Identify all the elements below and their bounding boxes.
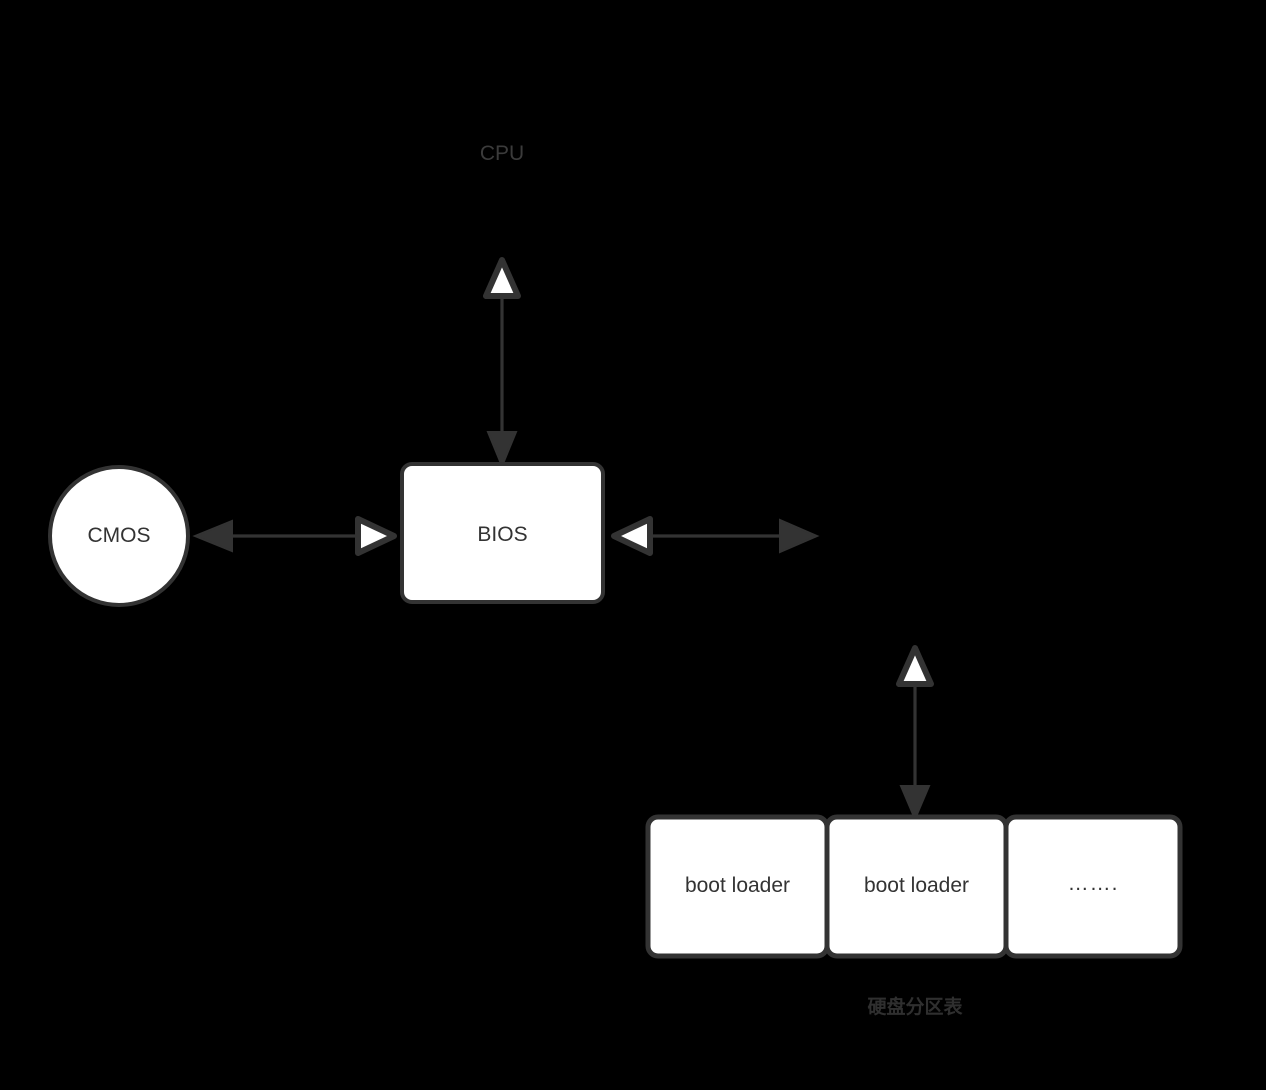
edge-bios-disk[interactable] (611, 516, 820, 556)
edge-bios-bootloader-arrowhead-hollow (896, 645, 934, 687)
node-ellipsis-box-shape[interactable] (1003, 814, 1183, 959)
node-bios[interactable] (402, 464, 603, 602)
edge-cmos-bios-arrowhead-hollow (355, 516, 397, 556)
edge-cmos-bios[interactable] (192, 516, 397, 556)
edge-bios-bootloader[interactable] (896, 645, 934, 822)
edge-cpu-bios-arrowhead-hollow (483, 257, 521, 299)
node-boot-loader-2[interactable] (827, 817, 1006, 956)
edge-bios-disk-arrowhead-filled (779, 518, 820, 554)
node-boot-loader-1[interactable] (648, 817, 827, 956)
edge-cpu-bios[interactable] (483, 257, 521, 469)
edge-bios-bootloader-arrowhead-filled (899, 785, 931, 822)
edge-cmos-bios-arrowhead-filled (192, 519, 233, 553)
node-ellipsis-box[interactable] (1006, 817, 1180, 956)
partition-table-caption: 硬盘分区表 (867, 997, 963, 1018)
node-cmos-shape[interactable] (48, 465, 190, 607)
node-cmos[interactable] (48, 465, 190, 607)
cpu-label: CPU (479, 142, 525, 165)
node-bios-shape[interactable] (400, 462, 605, 604)
edge-cpu-bios-arrowhead-filled (486, 431, 518, 469)
edge-bios-disk-arrowhead-hollow (611, 516, 653, 556)
